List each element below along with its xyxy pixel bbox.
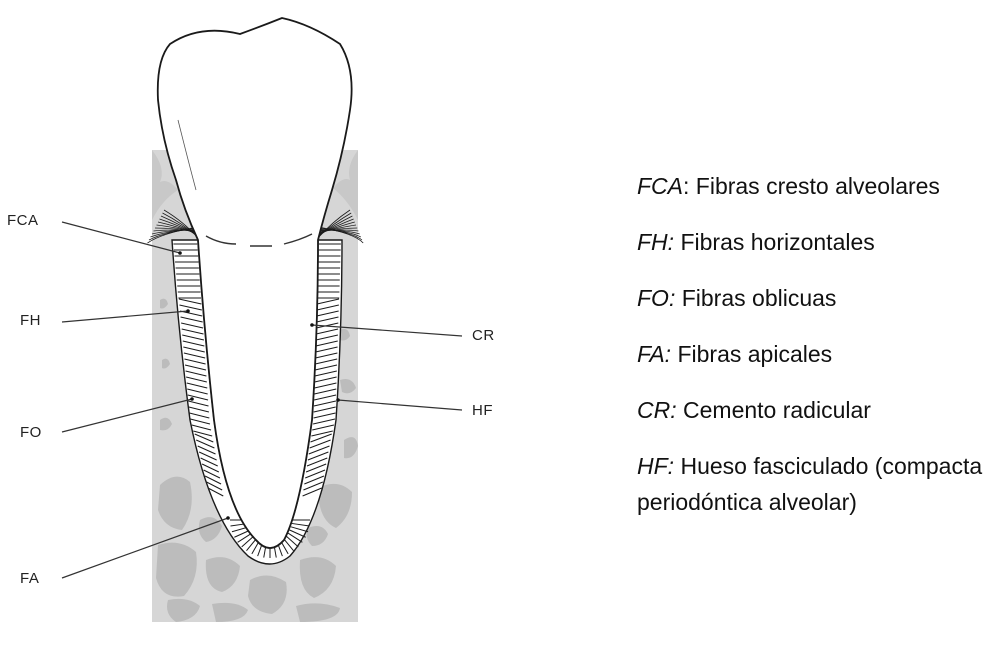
legend-item-cr: CR: Cemento radicular <box>637 392 997 428</box>
label-fh: FH <box>20 312 41 329</box>
legend-item-hf: HF: Hueso fasciculado (compacta periodón… <box>637 448 997 520</box>
legend-desc: Fibras oblicuas <box>675 285 836 311</box>
legend-desc: Fibras horizontales <box>674 229 875 255</box>
legend-item-fo: FO: Fibras oblicuas <box>637 280 997 316</box>
legend-item-fca: FCA: Fibras cresto alveolares <box>637 168 997 204</box>
legend-desc: Fibras cresto alveolares <box>689 173 940 199</box>
legend-desc: Hueso fasciculado (compacta periodóntica… <box>637 453 982 515</box>
legend-abbr: FA: <box>637 341 671 367</box>
label-hf: HF <box>472 402 493 419</box>
legend-item-fa: FA: Fibras apicales <box>637 336 997 372</box>
legend-abbr: FO: <box>637 285 675 311</box>
legend-abbr: HF: <box>637 453 674 479</box>
label-fo: FO <box>20 424 42 441</box>
legend: FCA: Fibras cresto alveolares FH: Fibras… <box>637 168 997 520</box>
label-fca: FCA <box>7 212 39 229</box>
legend-abbr: FH: <box>637 229 674 255</box>
label-fa: FA <box>20 570 39 587</box>
legend-desc: Cemento radicular <box>677 397 871 423</box>
legend-abbr: FCA <box>637 173 683 199</box>
label-cr: CR <box>472 327 495 344</box>
legend-desc: Fibras apicales <box>671 341 832 367</box>
legend-item-fh: FH: Fibras horizontales <box>637 224 997 260</box>
legend-abbr: CR: <box>637 397 677 423</box>
